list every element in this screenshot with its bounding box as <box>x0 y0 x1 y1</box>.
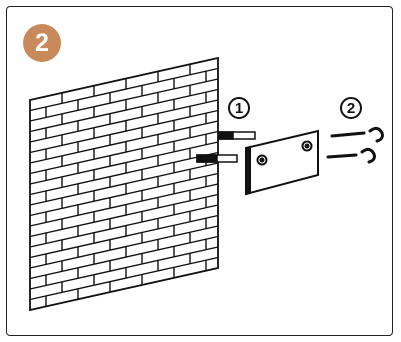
brick-course-line <box>29 256 219 301</box>
screw-icon <box>326 131 366 159</box>
brick-course-line <box>29 214 219 259</box>
brick-course-line <box>29 67 219 112</box>
brick-course-line <box>29 172 219 217</box>
callout-2-marker: 2 <box>340 97 362 119</box>
step-number-badge: 2 <box>23 24 61 62</box>
brick-course-line <box>29 88 219 133</box>
hook-screw-icon <box>360 126 384 164</box>
brick-wall-icon <box>29 56 219 312</box>
brick-course-line <box>29 109 219 154</box>
wall-anchor-icon <box>196 131 256 163</box>
callout-1-marker: 1 <box>228 97 250 119</box>
brick-course-line <box>29 151 219 196</box>
brick-course-line <box>29 130 219 175</box>
mounting-bracket-icon <box>245 129 319 196</box>
brick-course-line <box>29 193 219 238</box>
step-number: 2 <box>35 28 49 57</box>
brick-course-line <box>29 235 219 280</box>
step-frame <box>6 6 393 336</box>
